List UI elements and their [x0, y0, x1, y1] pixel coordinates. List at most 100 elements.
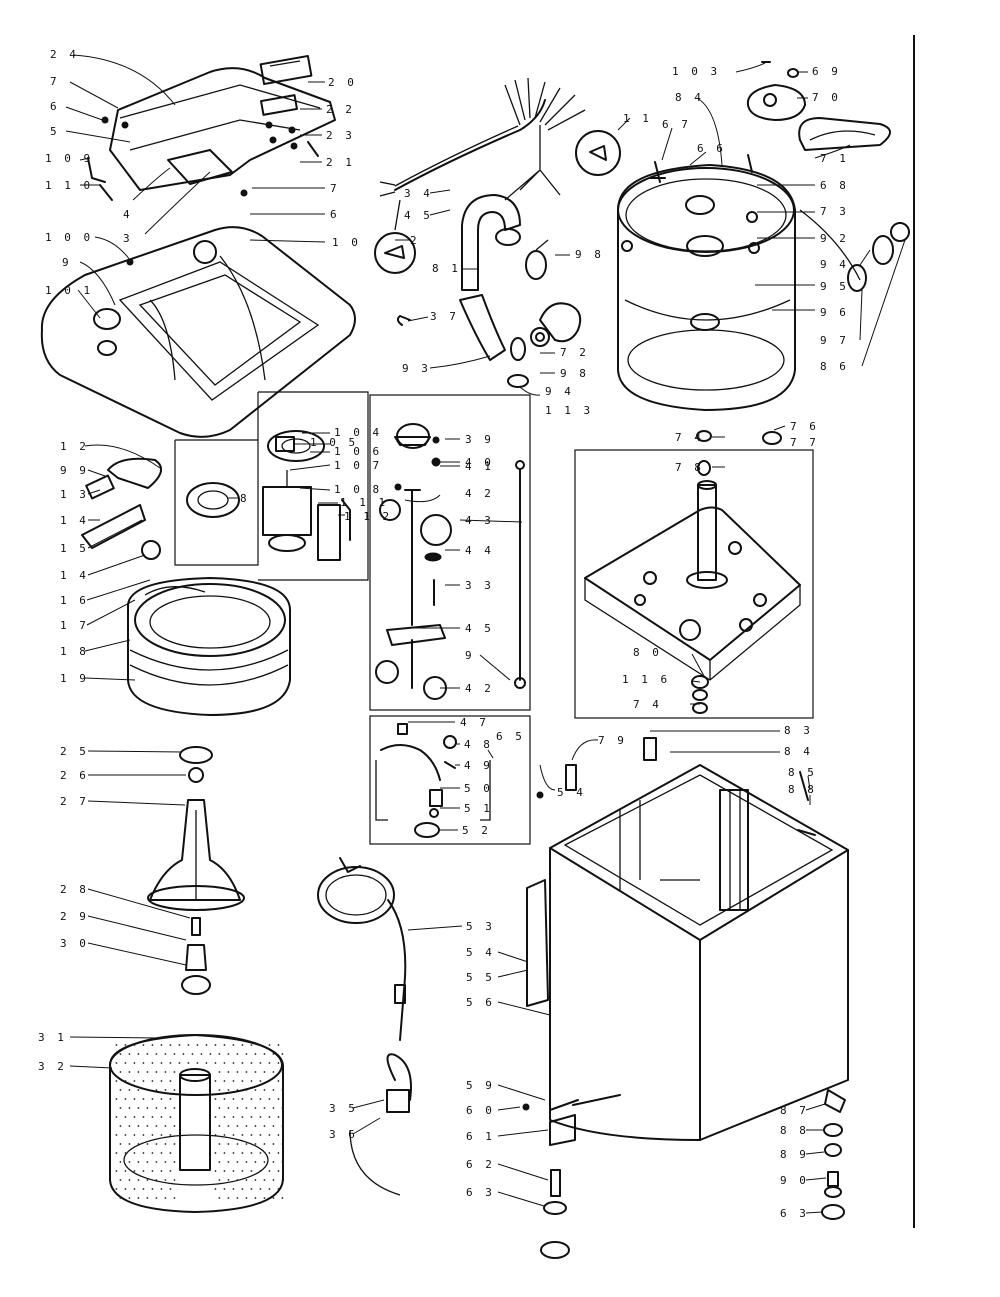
callout-74: 7 4 — [675, 431, 704, 444]
callout-111: 1 1 1 — [340, 496, 388, 509]
callout-40: 4 0 — [465, 456, 494, 469]
callout-14: 1 4 — [60, 514, 89, 527]
callout-19: 1 9 — [60, 672, 89, 685]
callout-87: 8 7 — [780, 1104, 809, 1117]
callout-86: 8 6 — [820, 360, 849, 373]
callout-67: 6 7 — [662, 118, 691, 131]
callout-21: 2 1 — [326, 156, 355, 169]
callout-11: 1 1 — [623, 112, 652, 125]
callout-52: 5 2 — [462, 824, 491, 837]
callout-92: 9 2 — [820, 232, 849, 245]
callout-59: 5 9 — [466, 1079, 495, 1092]
callout-50: 5 0 — [464, 782, 493, 795]
outer-tub — [617, 61, 910, 411]
callout-6: 6 — [50, 100, 60, 113]
callout-2: 2 — [410, 234, 420, 247]
callout-88: 8 8 — [788, 783, 817, 796]
drain-hoses — [396, 194, 582, 388]
callout-89: 8 9 — [780, 1148, 809, 1161]
callout-76: 7 6 — [790, 420, 819, 433]
callout-62: 6 2 — [466, 1158, 495, 1171]
callout-labels: 2 4 7 6 5 1 0 9 1 1 0 2 0 2 2 2 3 2 1 7 … — [38, 48, 849, 1220]
callout-42: 4 2 — [465, 487, 494, 500]
callout-77: 7 7 — [790, 436, 819, 449]
callout-90: 9 0 — [780, 1174, 809, 1187]
callout-110: 1 1 0 — [45, 179, 93, 192]
callout-106: 1 0 6 — [334, 445, 382, 458]
callout-100: 1 0 0 — [45, 231, 93, 244]
callout-69: 6 9 — [812, 65, 841, 78]
callout-94: 9 4 — [545, 385, 574, 398]
callout-42b: 4 2 — [465, 682, 494, 695]
callout-85: 8 5 — [788, 766, 817, 779]
callout-25: 2 5 — [60, 745, 89, 758]
callout-45b: 4 5 — [465, 622, 494, 635]
callout-66: 6 6 — [697, 142, 726, 155]
callout-24: 2 4 — [50, 48, 79, 61]
callout-104: 1 0 4 — [334, 426, 382, 439]
callout-34: 3 4 — [404, 187, 433, 200]
callout-70: 7 0 — [812, 91, 841, 104]
callout-3: 3 — [123, 232, 133, 245]
callout-79: 7 9 — [598, 734, 627, 747]
callout-23: 2 3 — [326, 129, 355, 142]
callout-99: 9 9 — [60, 464, 89, 477]
cabinet — [522, 737, 849, 1259]
callout-13: 1 3 — [60, 488, 89, 501]
callout-78: 7 8 — [675, 461, 704, 474]
callout-96: 9 6 — [820, 306, 849, 319]
callout-84: 8 4 — [675, 91, 704, 104]
callout-72: 7 2 — [560, 346, 589, 359]
callout-48: 4 8 — [464, 738, 493, 751]
callout-108: 1 0 8 — [334, 483, 382, 496]
top-cover — [40, 226, 356, 438]
callout-17: 1 7 — [60, 619, 89, 632]
callout-44: 4 4 — [465, 544, 494, 557]
callout-10: 1 0 — [332, 236, 361, 249]
callout-36: 3 6 — [329, 1128, 358, 1141]
callout-88b: 8 8 — [780, 1124, 809, 1137]
callout-15: 1 5 — [60, 542, 89, 555]
callout-27: 2 7 — [60, 795, 89, 808]
wire-harness — [374, 77, 621, 274]
callout-6b: 6 — [330, 208, 340, 221]
callout-4: 4 — [123, 208, 133, 221]
callout-94b: 9 4 — [820, 258, 849, 271]
callout-26: 2 6 — [60, 769, 89, 782]
callout-31: 3 1 — [38, 1031, 67, 1044]
callout-30: 3 0 — [60, 937, 89, 950]
callout-71: 7 1 — [820, 152, 849, 165]
agitator — [147, 746, 245, 995]
callout-47: 4 7 — [460, 716, 489, 729]
callout-93: 9 3 — [402, 362, 431, 375]
callout-63b: 6 3 — [780, 1207, 809, 1220]
callout-98b: 9 8 — [560, 367, 589, 380]
callout-112: 1 1 2 — [344, 510, 392, 523]
callout-101: 1 0 1 — [45, 284, 93, 297]
callout-53: 5 3 — [466, 920, 495, 933]
callout-56: 5 6 — [466, 996, 495, 1009]
callout-41: 4 1 — [465, 460, 494, 473]
callout-60: 6 0 — [466, 1104, 495, 1117]
callout-97: 9 7 — [820, 334, 849, 347]
callout-12: 1 2 — [60, 440, 89, 453]
callout-54b: 5 4 — [466, 946, 495, 959]
callout-63: 6 3 — [466, 1186, 495, 1199]
callout-35: 3 5 — [329, 1102, 358, 1115]
wash-basket — [109, 1034, 284, 1213]
callout-16: 1 6 — [60, 594, 89, 607]
callout-103: 1 0 3 — [672, 65, 720, 78]
callout-33: 3 3 — [465, 579, 494, 592]
callout-113: 1 1 3 — [545, 404, 593, 417]
callout-55: 5 5 — [466, 971, 495, 984]
callout-51: 5 1 — [464, 802, 493, 815]
callout-83: 8 3 — [784, 724, 813, 737]
callout-32: 3 2 — [38, 1060, 67, 1073]
callout-29: 2 9 — [60, 910, 89, 923]
callout-18: 1 8 — [60, 645, 89, 658]
pump-and-balance-ring — [81, 457, 291, 716]
control-console-assembly — [87, 54, 336, 201]
callout-7: 7 — [50, 75, 60, 88]
callout-9: 9 — [62, 256, 72, 269]
callout-5: 5 — [50, 125, 60, 138]
